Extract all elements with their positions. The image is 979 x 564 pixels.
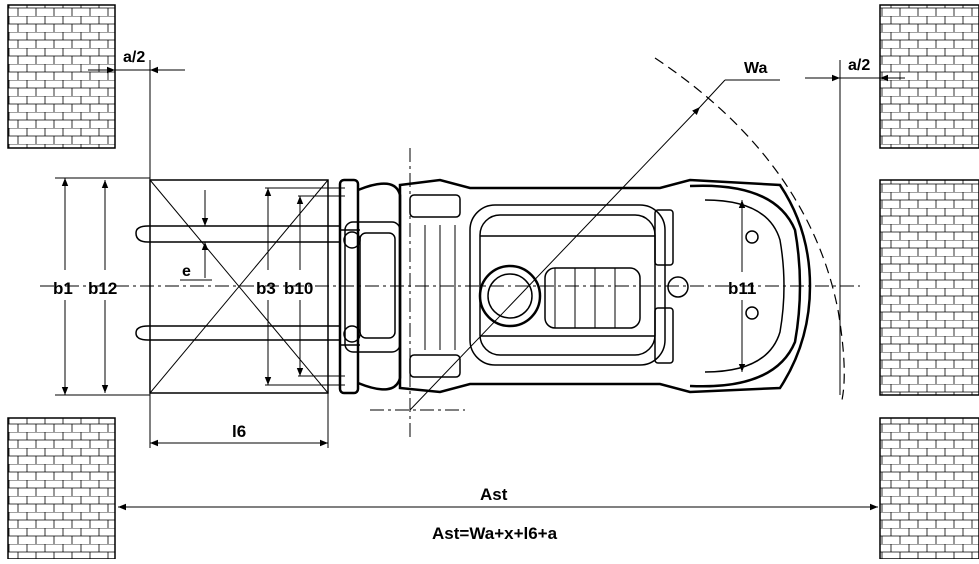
- label-b1: b1: [53, 279, 73, 298]
- dim-b11: b11: [728, 200, 756, 372]
- rack-middle-right: [879, 179, 979, 396]
- dim-l6: l6: [150, 422, 328, 447]
- label-formula: Ast=Wa+x+l6+a: [432, 524, 558, 543]
- dim-e: e: [180, 190, 212, 281]
- label-b10: b10: [284, 279, 313, 298]
- dim-ast: Ast Ast=Wa+x+l6+a: [118, 485, 878, 543]
- dim-a-half-right: a/2: [805, 57, 905, 82]
- dim-a-half-left: a/2: [88, 49, 185, 74]
- label-b3: b3: [256, 279, 276, 298]
- dim-b1: b1: [53, 177, 150, 396]
- label-wa: Wa: [744, 60, 768, 77]
- label-l6: l6: [232, 422, 246, 441]
- dim-b12: b12: [88, 180, 117, 393]
- label-b12: b12: [88, 279, 117, 298]
- label-a-half-left: a/2: [123, 49, 145, 66]
- rack-bottom-left: [7, 417, 116, 560]
- label-ast: Ast: [480, 485, 508, 504]
- rack-top-right: [879, 4, 979, 149]
- rack-bottom-right: [879, 417, 979, 560]
- forks: [135, 225, 340, 341]
- turning-radius: Wa: [370, 57, 845, 440]
- rack-top-left: [7, 4, 116, 149]
- label-e: e: [182, 263, 191, 280]
- dim-b3-b10: b3 b10: [256, 187, 345, 386]
- label-a-half-right: a/2: [848, 57, 870, 74]
- forklift: [338, 178, 812, 395]
- racks: [7, 4, 979, 560]
- label-b11: b11: [728, 279, 756, 298]
